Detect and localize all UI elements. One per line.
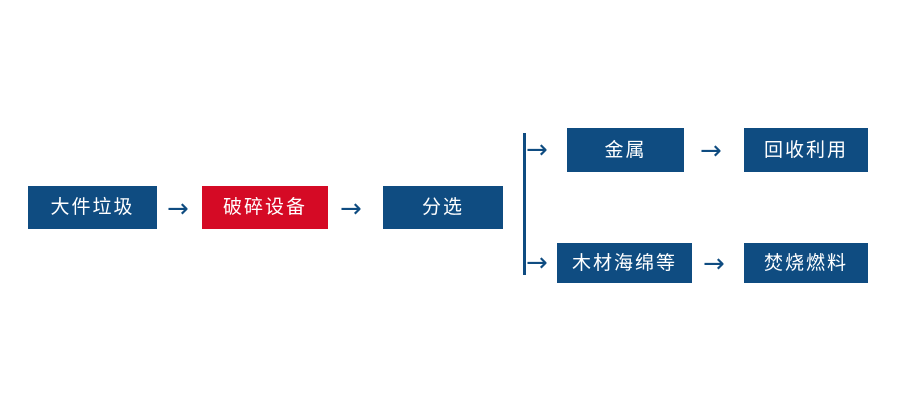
arrow-right-icon: → (340, 194, 362, 224)
flow-node-wood[interactable]: 木材海绵等 (557, 243, 692, 283)
arrow-right-icon: → (700, 136, 722, 166)
flow-node-waste[interactable]: 大件垃圾 (28, 186, 157, 229)
flow-node-fuel[interactable]: 焚烧燃料 (744, 243, 868, 283)
flow-node-recycle[interactable]: 回收利用 (744, 128, 868, 172)
branch-connector-line (523, 133, 526, 275)
branch-arrow-upper-icon: → (526, 135, 548, 165)
flow-node-sorting[interactable]: 分选 (383, 186, 503, 229)
flow-node-crusher[interactable]: 破碎设备 (202, 186, 328, 229)
flow-node-metal[interactable]: 金属 (567, 128, 684, 172)
arrow-right-icon: → (703, 249, 725, 279)
branch-arrow-lower-icon: → (526, 248, 548, 278)
arrow-right-icon: → (167, 194, 189, 224)
